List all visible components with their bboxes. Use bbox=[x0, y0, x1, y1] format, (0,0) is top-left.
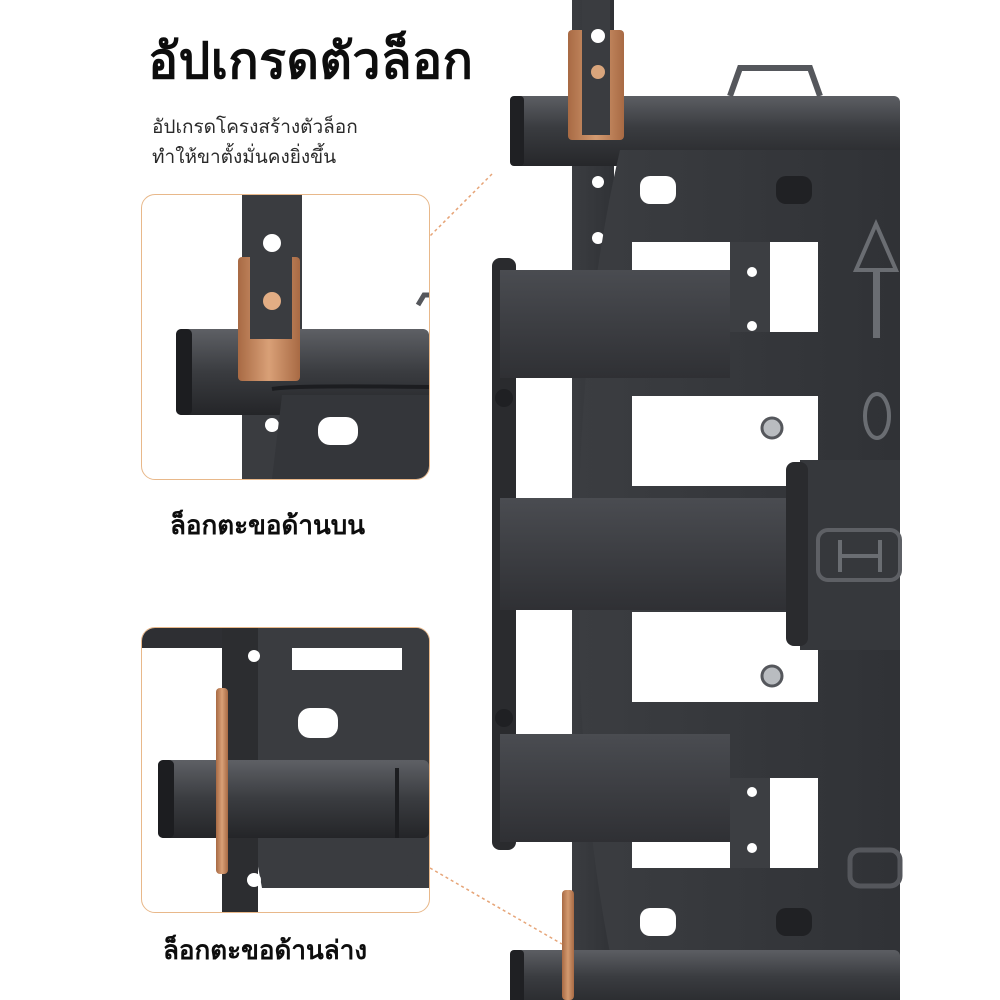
articulating-arm bbox=[492, 258, 808, 850]
top-hook-zoom bbox=[141, 194, 430, 480]
page-title: อัปเกรดตัวล็อก bbox=[148, 32, 474, 90]
bottom-rail bbox=[510, 950, 900, 1000]
subtitle-line-2: ทำให้ขาตั้งมั่นคงยิ่งขึ้น bbox=[152, 146, 337, 168]
subtitle-line-1: อัปเกรดโครงสร้างตัวล็อก bbox=[152, 116, 358, 138]
top-hook-closeup-illustration bbox=[176, 195, 429, 479]
top-hook-lock bbox=[568, 0, 624, 140]
caption-top-hook: ล็อกตะขอด้านบน bbox=[170, 511, 366, 541]
caption-bottom-hook: ล็อกตะขอด้านล่าง bbox=[163, 936, 368, 966]
leader-line-bottom bbox=[429, 867, 563, 945]
leader-line-top bbox=[429, 173, 493, 237]
subtitle: อัปเกรดโครงสร้างตัวล็อก ทำให้ขาตั้งมั่นค… bbox=[152, 112, 358, 172]
bottom-hook-zoom bbox=[141, 627, 430, 913]
bottom-hook-closeup-illustration bbox=[142, 628, 429, 912]
bottom-hook-lock bbox=[562, 890, 574, 1000]
